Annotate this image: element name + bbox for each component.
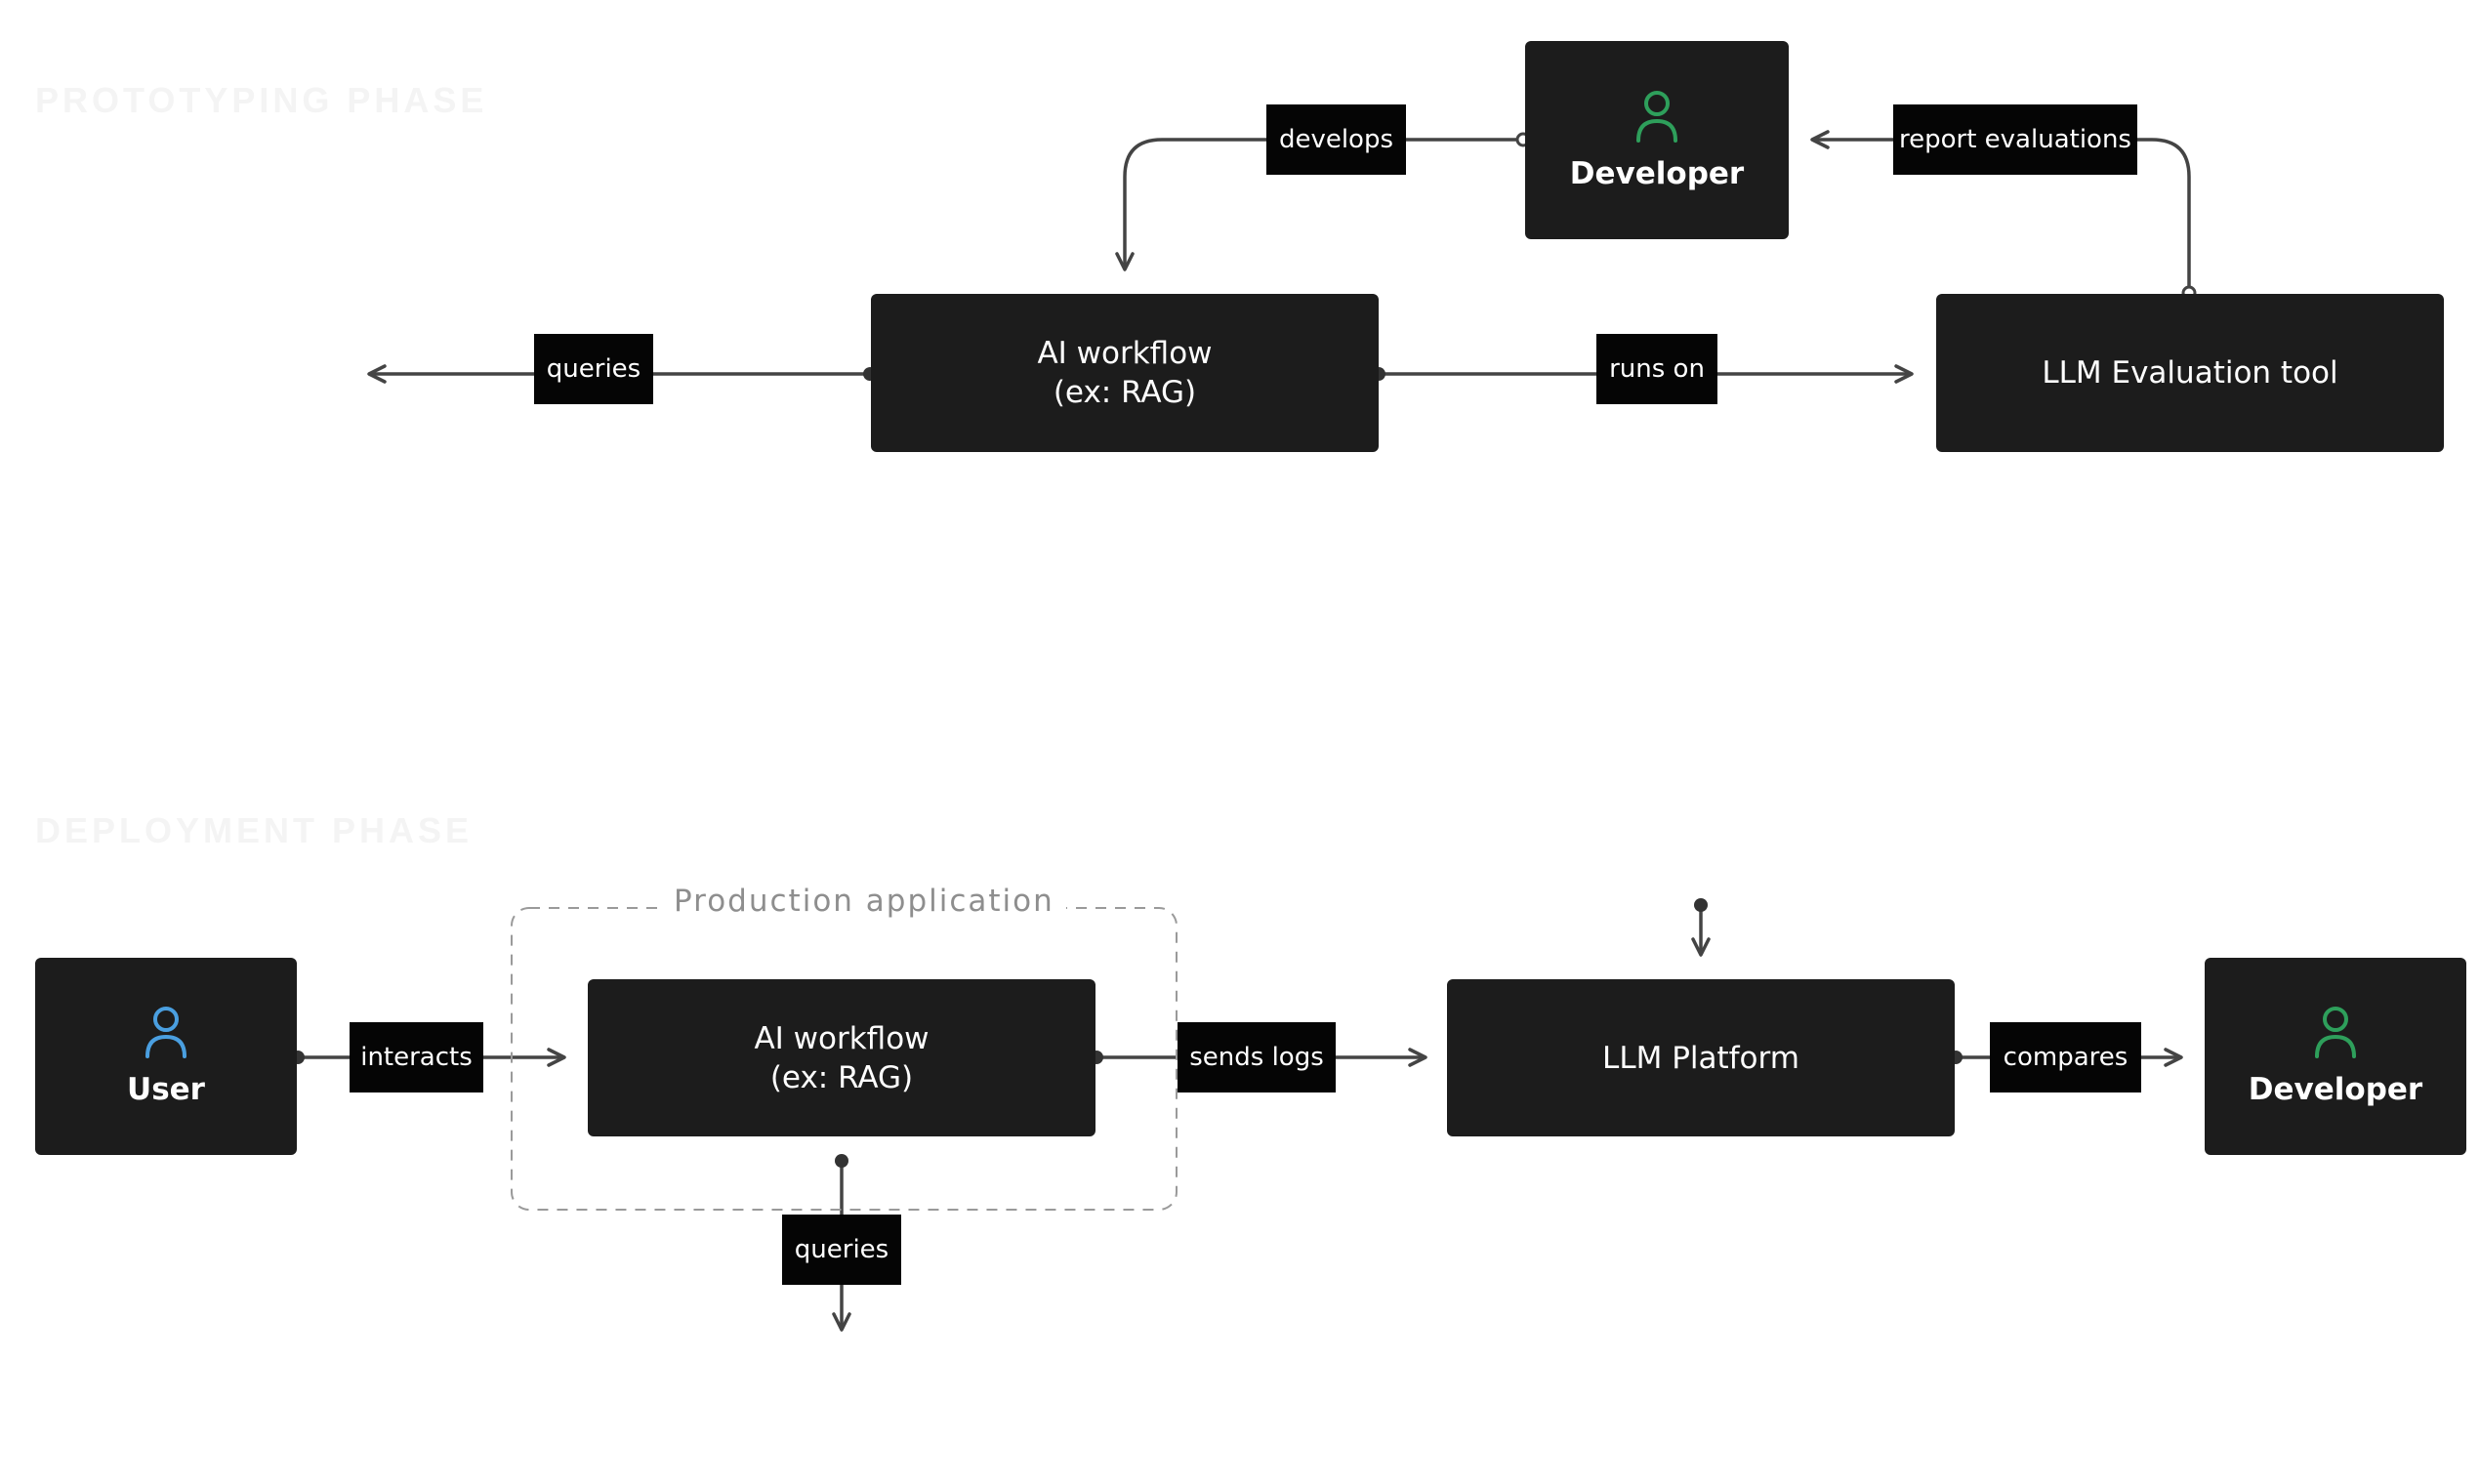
edge-report-evaluations <box>1810 130 2191 293</box>
ai-workflow-subtitle: (ex: RAG) <box>1053 375 1197 410</box>
edge-label-develops: develops <box>1266 104 1406 175</box>
edge-label-runs-on: runs on <box>1596 334 1717 404</box>
edge-label-report-evaluations: report evaluations <box>1893 104 2137 175</box>
production-application-title: Production application <box>662 884 1066 919</box>
llm-evaluation-tool-node[interactable]: LLM Evaluation tool <box>1936 294 2444 452</box>
edge-label-interacts: interacts <box>350 1022 483 1092</box>
llm-platform-label: LLM Platform <box>1602 1040 1799 1076</box>
deployment-phase-title: DEPLOYMENT PHASE <box>35 810 474 850</box>
port-prod-workflow-bottom <box>835 1154 848 1168</box>
person-icon <box>2315 1007 2356 1058</box>
edge-label-queries-deployment: queries <box>782 1215 901 1285</box>
llm-evaluation-tool-label: LLM Evaluation tool <box>2042 355 2338 391</box>
edge-label-compares: compares <box>1990 1022 2141 1092</box>
ai-workflow-node-production[interactable]: AI workflow (ex: RAG) <box>588 979 1095 1136</box>
prototyping-phase-title: PROTOTYPING PHASE <box>35 80 488 120</box>
ai-workflow-title: AI workflow <box>1037 336 1213 371</box>
user-node[interactable]: User <box>35 958 297 1155</box>
edge-develops <box>1115 138 1523 271</box>
llm-platform-node[interactable]: LLM Platform <box>1447 979 1955 1136</box>
port-platform-top <box>1694 898 1708 912</box>
ai-workflow-subtitle: (ex: RAG) <box>769 1059 914 1095</box>
developer-label: Developer <box>1569 155 1745 191</box>
user-label: User <box>127 1072 205 1107</box>
edge-label-queries-prototyping: queries <box>534 334 653 404</box>
ai-workflow-title: AI workflow <box>754 1020 930 1056</box>
developer-node-prototyping[interactable]: Developer <box>1525 41 1789 239</box>
ai-workflow-node-prototyping[interactable]: AI workflow (ex: RAG) <box>871 294 1379 452</box>
person-icon <box>1636 90 1677 143</box>
developer-node-deployment[interactable]: Developer <box>2205 958 2466 1155</box>
person-icon <box>145 1007 186 1058</box>
developer-label: Developer <box>2248 1072 2423 1107</box>
edge-label-sends-logs: sends logs <box>1178 1022 1336 1092</box>
